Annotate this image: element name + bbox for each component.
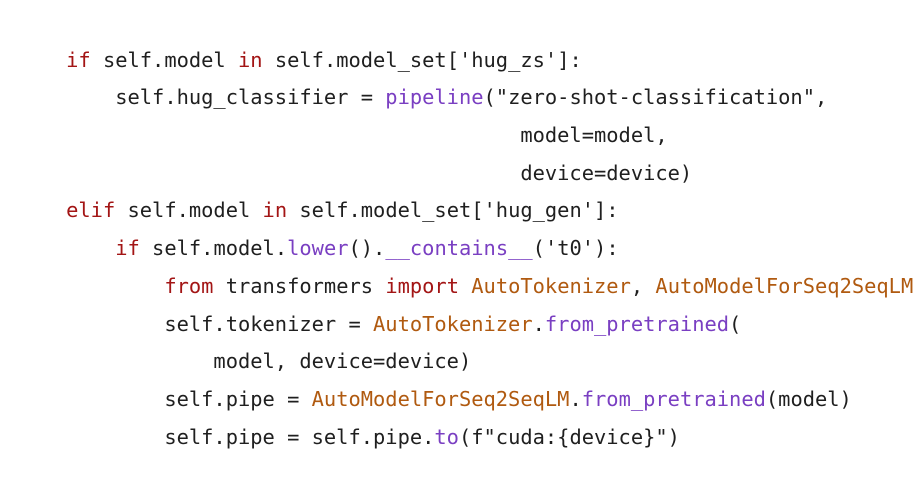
code-line-6: if self.model.lower().__contains__('t0')… <box>17 192 892 260</box>
code-line-7: from transformers import AutoTokenizer, … <box>17 230 913 298</box>
code-token: in <box>238 47 263 72</box>
code-token: self.model. <box>139 236 288 261</box>
code-token: AutoModelForSeq2SeqLM <box>311 386 570 411</box>
code-token <box>459 274 471 298</box>
code-token: elif <box>66 198 116 223</box>
code-token: in <box>262 198 288 223</box>
code-token: model=model, <box>66 123 668 148</box>
code-token: lower <box>287 236 349 261</box>
code-token: model, device=device) <box>66 349 472 374</box>
code-token: if <box>115 236 140 261</box>
code-token: from_pretrained <box>544 311 730 336</box>
code-token <box>66 274 164 298</box>
code-token <box>66 236 115 260</box>
code-line-3: model=model, <box>17 79 892 147</box>
code-token: ("zero-shot-classification", <box>483 85 828 110</box>
code-line-4: device=device) <box>17 117 892 185</box>
code-line-2: self.hug_classifier = pipeline("zero-sho… <box>17 42 892 109</box>
code-token: AutoTokenizer <box>373 311 533 336</box>
code-token: ( <box>729 311 742 336</box>
code-line-5: elif self.model in self.model_set['hug_g… <box>17 155 892 222</box>
code-token: AutoModelForSeq2SeqLM <box>655 273 913 298</box>
code-token: transformers <box>213 273 386 298</box>
code-token: self.model_set['hug_gen']: <box>287 198 619 223</box>
code-token: AutoTokenizer <box>471 273 631 298</box>
code-token: . <box>532 311 545 336</box>
code-token: self.pipe = <box>66 386 312 411</box>
code-token: (f"cuda:{device}") <box>458 424 680 449</box>
code-token: to <box>434 424 459 449</box>
code-token: . <box>569 386 582 411</box>
code-token: self.tokenizer = <box>66 311 374 336</box>
code-token: (). <box>348 236 386 261</box>
code-token: self.model <box>115 198 263 223</box>
code-line-10: self.pipe = AutoModelForSeq2SeqLM.from_p… <box>17 343 892 411</box>
code-token: , <box>630 273 656 298</box>
code-token: from <box>164 273 214 298</box>
code-token: self.hug_classifier = <box>66 85 386 110</box>
code-token: device=device) <box>66 160 693 185</box>
code-line-11: self.pipe = self.pipe.to(f"cuda:{device}… <box>17 381 892 449</box>
code-block: if self.model in self.model_set['hug_zs'… <box>17 4 913 449</box>
code-token: import <box>385 273 459 298</box>
code-token: from_pretrained <box>581 386 766 411</box>
code-token: ('t0'): <box>532 236 619 261</box>
code-token: self.model_set['hug_zs']: <box>262 47 582 72</box>
code-token: self.pipe = self.pipe. <box>66 424 435 449</box>
code-token: (model) <box>765 386 852 411</box>
code-token: self.model <box>90 47 238 72</box>
code-line-8: self.tokenizer = AutoTokenizer.from_pret… <box>17 268 892 336</box>
code-line-1: if self.model in self.model_set['hug_zs'… <box>17 4 892 72</box>
code-token: __contains__ <box>385 236 533 261</box>
code-token: if <box>66 47 91 72</box>
code-line-9: model, device=device) <box>17 306 892 373</box>
code-token: pipeline <box>385 85 484 110</box>
